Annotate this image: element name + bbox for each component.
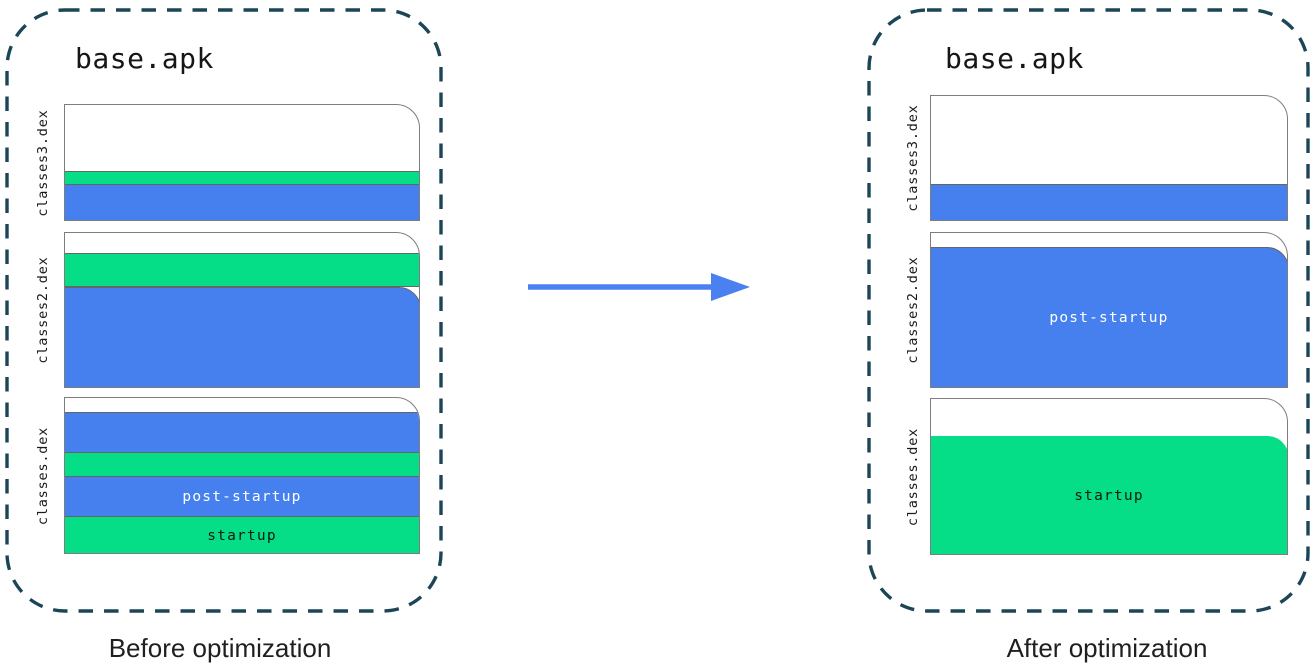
startup-band: startup	[65, 516, 419, 553]
startup-band	[65, 171, 419, 185]
dex-page-classes2	[64, 232, 420, 388]
file-name-classes3-dex: classes3.dex	[35, 109, 51, 217]
before-panel: base.apk classes3.dex classes2.dex class…	[5, 8, 443, 613]
dex-page-classes2: post-startup	[930, 232, 1288, 388]
startup-label: startup	[207, 527, 277, 544]
caption-after: After optimization	[1006, 633, 1208, 663]
apk-title: base.apk	[75, 42, 214, 75]
startup-band: startup	[931, 436, 1287, 554]
post-startup-band	[65, 287, 419, 387]
dex-page-classes3	[930, 95, 1288, 221]
startup-band	[65, 253, 419, 287]
dashed-outline	[867, 8, 1310, 613]
dashed-outline	[5, 8, 443, 613]
post-startup-label: post-startup	[1049, 310, 1169, 326]
dex-page-classes3	[64, 104, 420, 221]
post-startup-band	[931, 184, 1287, 220]
post-startup-label: post-startup	[182, 488, 302, 505]
file-name-classes2-dex: classes2.dex	[35, 256, 51, 364]
post-startup-band	[65, 412, 419, 453]
caption-before: Before optimization	[108, 633, 332, 663]
startup-band	[65, 452, 419, 477]
file-name-classes-dex: classes.dex	[905, 427, 921, 527]
post-startup-band	[65, 184, 419, 220]
after-panel: base.apk classes3.dex classes2.dex post-…	[867, 8, 1310, 613]
dex-page-classes: startup	[930, 398, 1288, 555]
startup-label: startup	[1074, 488, 1144, 504]
transform-arrow	[528, 273, 750, 301]
dex-page-classes: post-startup startup	[64, 397, 420, 554]
file-name-classes2-dex: classes2.dex	[905, 256, 921, 364]
post-startup-band: post-startup	[65, 476, 419, 517]
post-startup-band: post-startup	[931, 247, 1287, 387]
file-name-classes3-dex: classes3.dex	[905, 104, 921, 212]
apk-title: base.apk	[945, 42, 1084, 75]
file-name-classes-dex: classes.dex	[35, 426, 51, 526]
